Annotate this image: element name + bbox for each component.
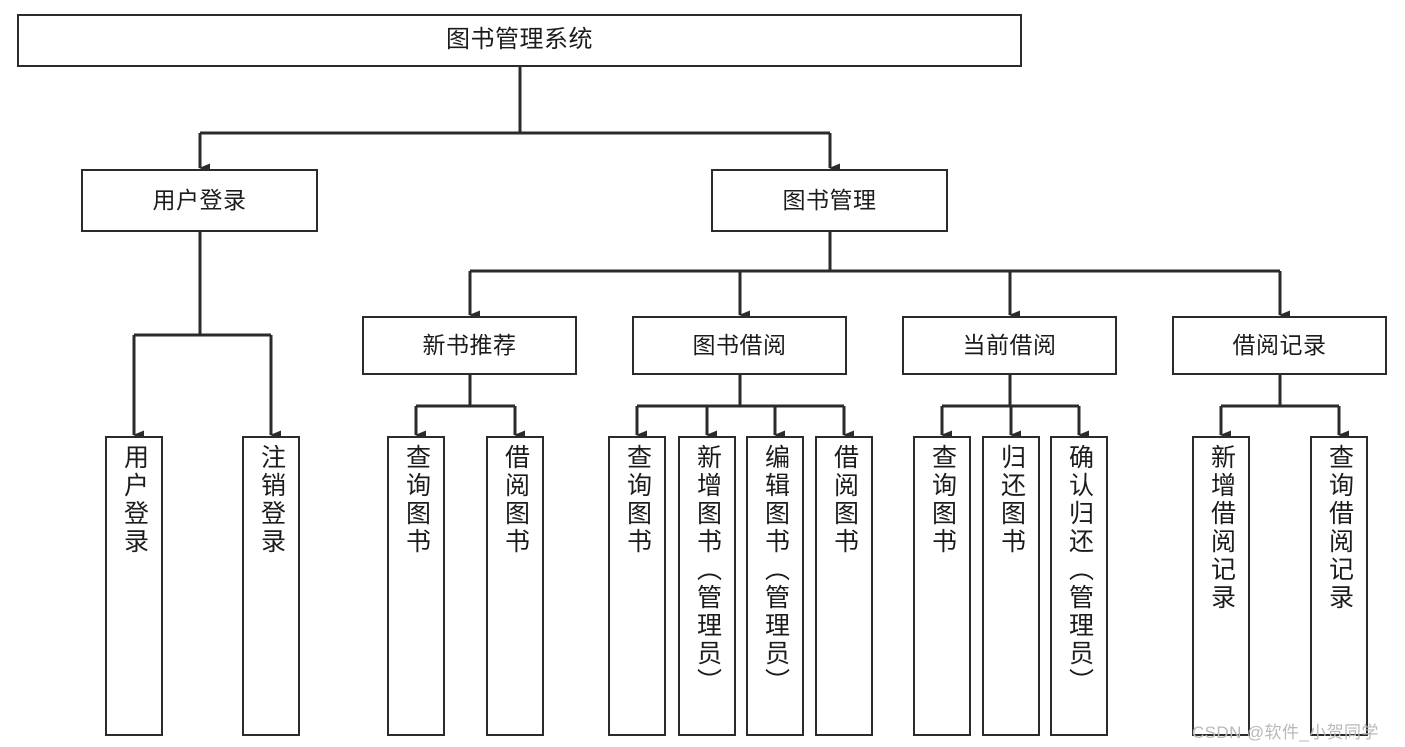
node-l2-borrow[interactable]: 图书借阅 — [632, 316, 847, 375]
node-l2-record[interactable]: 借阅记录 — [1172, 316, 1387, 375]
node-leaf-user-login[interactable]: 用户登录 — [105, 436, 163, 736]
node-l1-book-manage[interactable]: 图书管理 — [711, 169, 948, 232]
node-leaf-bw-edit[interactable]: 编辑图书（管理员） — [746, 436, 804, 736]
node-l2-current[interactable]: 当前借阅 — [902, 316, 1117, 375]
node-label: 图书管理系统 — [446, 26, 593, 54]
node-label: 查询图书 — [402, 444, 431, 556]
node-leaf-nb-borrow[interactable]: 借阅图书 — [486, 436, 544, 736]
connector-group — [132, 67, 1349, 440]
node-label: 借阅图书 — [501, 444, 530, 556]
node-label: 查询借阅记录 — [1325, 444, 1354, 612]
node-label: 查询图书 — [623, 444, 652, 556]
node-leaf-user-logout[interactable]: 注销登录 — [242, 436, 300, 736]
node-label: 编辑图书（管理员） — [761, 444, 790, 696]
node-leaf-bw-add[interactable]: 新增图书（管理员） — [678, 436, 736, 736]
node-label: 当前借阅 — [962, 331, 1057, 358]
node-leaf-cur-confirm[interactable]: 确认归还（管理员） — [1050, 436, 1108, 736]
node-leaf-nb-query[interactable]: 查询图书 — [387, 436, 445, 736]
node-leaf-cur-return[interactable]: 归还图书 — [982, 436, 1040, 736]
node-label: 借阅记录 — [1232, 331, 1327, 358]
node-label: 查询图书 — [928, 444, 957, 556]
node-label: 确认归还（管理员） — [1065, 444, 1094, 696]
node-leaf-rec-query[interactable]: 查询借阅记录 — [1310, 436, 1368, 736]
node-leaf-bw-query[interactable]: 查询图书 — [608, 436, 666, 736]
node-label: 借阅图书 — [830, 444, 859, 556]
node-label: 图书借阅 — [692, 331, 787, 358]
node-label: 图书管理 — [782, 186, 877, 213]
node-label: 新增图书（管理员） — [693, 444, 722, 696]
node-label: 归还图书 — [997, 444, 1026, 556]
node-label: 注销登录 — [257, 444, 286, 556]
node-label: 新增借阅记录 — [1207, 444, 1236, 612]
node-label: 用户登录 — [120, 444, 149, 556]
node-l2-new-book[interactable]: 新书推荐 — [362, 316, 577, 375]
node-leaf-cur-query[interactable]: 查询图书 — [913, 436, 971, 736]
node-leaf-rec-add[interactable]: 新增借阅记录 — [1192, 436, 1250, 736]
node-label: 用户登录 — [152, 186, 247, 213]
node-label: 新书推荐 — [422, 331, 517, 358]
node-l1-user-login[interactable]: 用户登录 — [81, 169, 318, 232]
node-leaf-bw-borrow[interactable]: 借阅图书 — [815, 436, 873, 736]
node-root[interactable]: 图书管理系统 — [17, 14, 1022, 67]
